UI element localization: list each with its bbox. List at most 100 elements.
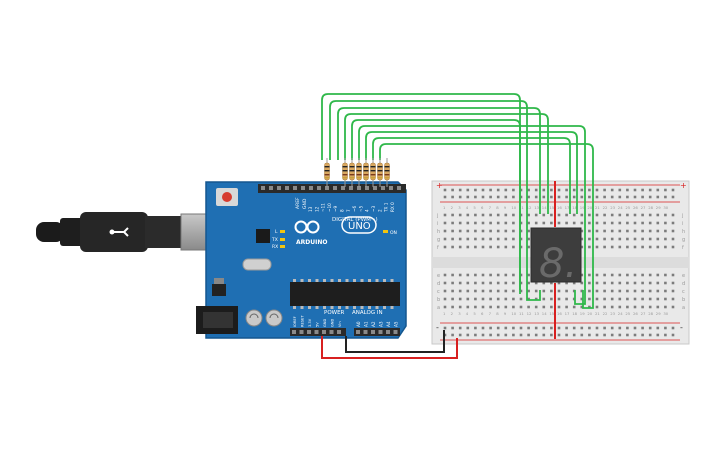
breadboard-hole[interactable] — [542, 305, 546, 309]
breadboard-hole[interactable] — [527, 281, 530, 285]
breadboard-hole[interactable] — [656, 297, 660, 301]
breadboard-hole[interactable] — [458, 195, 462, 199]
breadboard-hole[interactable] — [443, 229, 447, 233]
breadboard-hole[interactable] — [580, 213, 584, 217]
breadboard-hole[interactable] — [512, 305, 515, 309]
breadboard-hole[interactable] — [527, 326, 530, 330]
breadboard-hole[interactable] — [633, 195, 637, 199]
breadboard-hole[interactable] — [527, 289, 530, 293]
resistor[interactable] — [363, 158, 369, 187]
breadboard-hole[interactable] — [519, 245, 523, 249]
breadboard-hole[interactable] — [633, 297, 637, 301]
breadboard-hole[interactable] — [648, 229, 652, 233]
signal-wire[interactable] — [582, 290, 594, 309]
breadboard-hole[interactable] — [481, 273, 485, 277]
breadboard-hole[interactable] — [595, 305, 599, 309]
breadboard-hole[interactable] — [595, 237, 599, 241]
breadboard-hole[interactable] — [618, 297, 622, 301]
breadboard-hole[interactable] — [641, 213, 644, 217]
breadboard-hole[interactable] — [580, 221, 584, 225]
breadboard-hole[interactable] — [527, 229, 530, 233]
ground-wire[interactable] — [345, 330, 445, 353]
breadboard-hole[interactable] — [557, 289, 561, 293]
breadboard-hole[interactable] — [504, 281, 508, 285]
breadboard-hole[interactable] — [527, 195, 530, 199]
breadboard-hole[interactable] — [474, 221, 477, 225]
header-pin-hole[interactable] — [317, 186, 321, 190]
breadboard-hole[interactable] — [519, 289, 523, 293]
breadboard-hole[interactable] — [474, 188, 477, 192]
breadboard-hole[interactable] — [534, 195, 538, 199]
breadboard-hole[interactable] — [466, 237, 470, 241]
breadboard-hole[interactable] — [648, 221, 652, 225]
breadboard-hole[interactable] — [671, 195, 675, 199]
power-wire-5v[interactable] — [321, 336, 458, 359]
breadboard-hole[interactable] — [633, 213, 637, 217]
breadboard-hole[interactable] — [648, 237, 652, 241]
breadboard-hole[interactable] — [481, 213, 485, 217]
breadboard-hole[interactable] — [489, 213, 492, 217]
breadboard-hole[interactable] — [519, 221, 523, 225]
breadboard-hole[interactable] — [527, 297, 530, 301]
breadboard-hole[interactable] — [458, 213, 462, 217]
breadboard-hole[interactable] — [618, 188, 622, 192]
breadboard-hole[interactable] — [671, 305, 675, 309]
breadboard-hole[interactable] — [504, 229, 508, 233]
breadboard-hole[interactable] — [443, 195, 447, 199]
breadboard-hole[interactable] — [474, 273, 477, 277]
header-pin-hole[interactable] — [373, 186, 377, 190]
power-pin-hole[interactable] — [322, 330, 326, 334]
breadboard-hole[interactable] — [458, 245, 462, 249]
breadboard-hole[interactable] — [512, 333, 515, 337]
breadboard-hole[interactable] — [534, 326, 538, 330]
breadboard-hole[interactable] — [504, 333, 508, 337]
breadboard-hole[interactable] — [519, 273, 523, 277]
breadboard-hole[interactable] — [595, 195, 599, 199]
breadboard-hole[interactable] — [443, 297, 447, 301]
breadboard-hole[interactable] — [458, 289, 462, 293]
breadboard-hole[interactable] — [648, 188, 652, 192]
signal-wire[interactable] — [337, 107, 541, 214]
breadboard-hole[interactable] — [519, 229, 523, 233]
breadboard-hole[interactable] — [466, 195, 470, 199]
breadboard-hole[interactable] — [565, 195, 568, 199]
breadboard-hole[interactable] — [496, 195, 500, 199]
breadboard-hole[interactable] — [481, 195, 485, 199]
breadboard-hole[interactable] — [603, 281, 606, 285]
breadboard-hole[interactable] — [595, 297, 599, 301]
header-pin-hole[interactable] — [341, 186, 345, 190]
signal-wire[interactable] — [358, 125, 586, 302]
breadboard-hole[interactable] — [610, 333, 614, 337]
breadboard-hole[interactable] — [588, 195, 591, 199]
breadboard-hole[interactable] — [443, 273, 447, 277]
breadboard-hole[interactable] — [618, 221, 622, 225]
resistor[interactable] — [370, 158, 376, 187]
breadboard-hole[interactable] — [489, 326, 492, 330]
breadboard-hole[interactable] — [504, 195, 508, 199]
breadboard-hole[interactable] — [519, 281, 523, 285]
breadboard-hole[interactable] — [443, 326, 447, 330]
breadboard-hole[interactable] — [542, 188, 546, 192]
breadboard-hole[interactable] — [626, 281, 629, 285]
breadboard-hole[interactable] — [580, 195, 584, 199]
breadboard-hole[interactable] — [557, 188, 561, 192]
breadboard-hole[interactable] — [588, 305, 591, 309]
breadboard-hole[interactable] — [633, 245, 637, 249]
breadboard-hole[interactable] — [519, 297, 523, 301]
breadboard-hole[interactable] — [671, 326, 675, 330]
breadboard-hole[interactable] — [610, 281, 614, 285]
breadboard-hole[interactable] — [671, 229, 675, 233]
breadboard-hole[interactable] — [610, 213, 614, 217]
breadboard-hole[interactable] — [580, 289, 584, 293]
breadboard-hole[interactable] — [550, 195, 553, 199]
breadboard-hole[interactable] — [527, 333, 530, 337]
breadboard-hole[interactable] — [572, 281, 576, 285]
breadboard-hole[interactable] — [565, 213, 568, 217]
breadboard-hole[interactable] — [633, 305, 637, 309]
power-pin-hole[interactable] — [292, 330, 296, 334]
breadboard-hole[interactable] — [474, 326, 477, 330]
breadboard-hole[interactable] — [443, 245, 447, 249]
breadboard-hole[interactable] — [626, 245, 629, 249]
breadboard-hole[interactable] — [595, 326, 599, 330]
